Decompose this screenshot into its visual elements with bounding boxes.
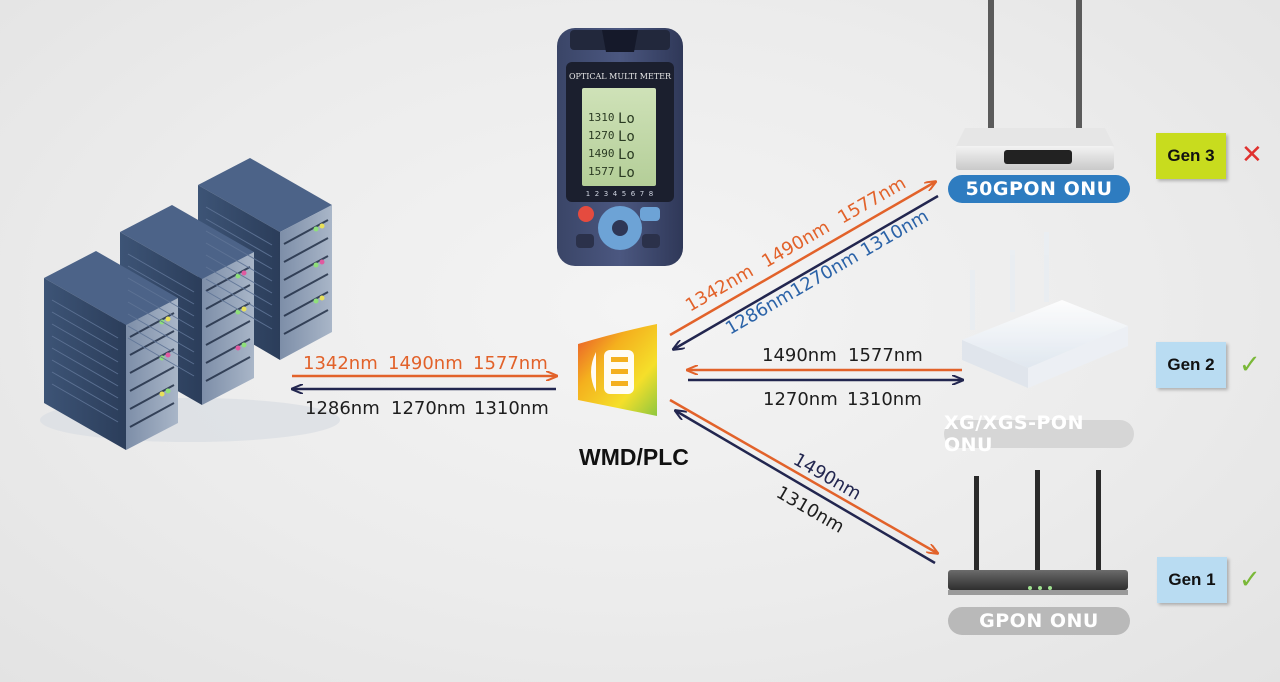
meter-value-4: Lo (618, 165, 635, 181)
gen3-incompatible-icon: ✕ (1241, 140, 1263, 170)
olt-down-wavelength-1: 1342nm (303, 353, 378, 374)
meter-channel-6: 6 (631, 190, 636, 198)
meter-channel-3: 3 (604, 190, 608, 198)
gen2-up-wavelength-1: 1270nm (763, 389, 838, 410)
50gpon-onu-label: 50GPON ONU (948, 175, 1130, 203)
meter-channel-4: 4 (613, 190, 618, 198)
wmd-plc-splitter-icon (578, 324, 657, 416)
gen1-badge: Gen 1 (1157, 557, 1227, 603)
olt-up-wavelength-1: 1286nm (305, 398, 380, 419)
meter-brand-label: OPTICAL MULTI METER (569, 72, 672, 81)
meter-channel-8: 8 (649, 190, 653, 198)
meter-value-2: Lo (618, 129, 635, 145)
gen3-link: 1342nm 1490nm 1577nm 1286nm 1270nm 1310n… (669, 173, 938, 349)
gen2-badge: Gen 2 (1156, 342, 1226, 388)
meter-reading-1: 1310 (588, 111, 615, 124)
meter-channel-2: 2 (595, 190, 599, 198)
meter-value-3: Lo (618, 147, 635, 163)
olt-up-wavelength-3: 1310nm (474, 398, 549, 419)
olt-down-wavelength-3: 1577nm (473, 353, 548, 374)
meter-reading-2: 1270 (588, 129, 615, 142)
meter-value-1: Lo (618, 111, 635, 127)
gen2-link: 1490nm 1577nm 1270nm 1310nm (688, 345, 962, 410)
meter-reading-3: 1490 (588, 147, 615, 160)
olt-wmd-link: 1342nm 1490nm 1577nm 1286nm 1270nm 1310n… (292, 353, 556, 419)
wmd-plc-label: WMD/PLC (579, 444, 689, 470)
gen2-down-wavelength-2: 1577nm (848, 345, 923, 366)
meter-channel-5: 5 (622, 190, 626, 198)
50gpon-onu-router-icon (956, 0, 1114, 170)
olt-server-racks-icon (40, 158, 340, 450)
optical-multi-meter-icon: OPTICAL MULTI METER 1310 1270 1490 1577 … (557, 28, 683, 266)
xg-xgs-pon-onu-router-icon (962, 232, 1128, 388)
meter-channel-1: 1 (586, 190, 590, 198)
gpon-onu-label: GPON ONU (948, 607, 1130, 635)
meter-power-button (578, 206, 594, 222)
meter-channel-7: 7 (640, 190, 644, 198)
xg-xgs-pon-onu-label: XG/XGS-PON ONU (944, 412, 1134, 456)
gen2-compatible-icon: ✓ (1239, 350, 1261, 380)
gen3-badge: Gen 3 (1156, 133, 1226, 179)
olt-up-wavelength-2: 1270nm (391, 398, 466, 419)
gen2-down-wavelength-1: 1490nm (762, 345, 837, 366)
gen1-compatible-icon: ✓ (1239, 565, 1261, 595)
gen2-up-wavelength-2: 1310nm (847, 389, 922, 410)
gen1-link: 1490nm 1310nm (669, 398, 937, 565)
gpon-onu-router-icon (948, 470, 1128, 595)
meter-reading-4: 1577 (588, 165, 615, 178)
olt-down-wavelength-2: 1490nm (388, 353, 463, 374)
